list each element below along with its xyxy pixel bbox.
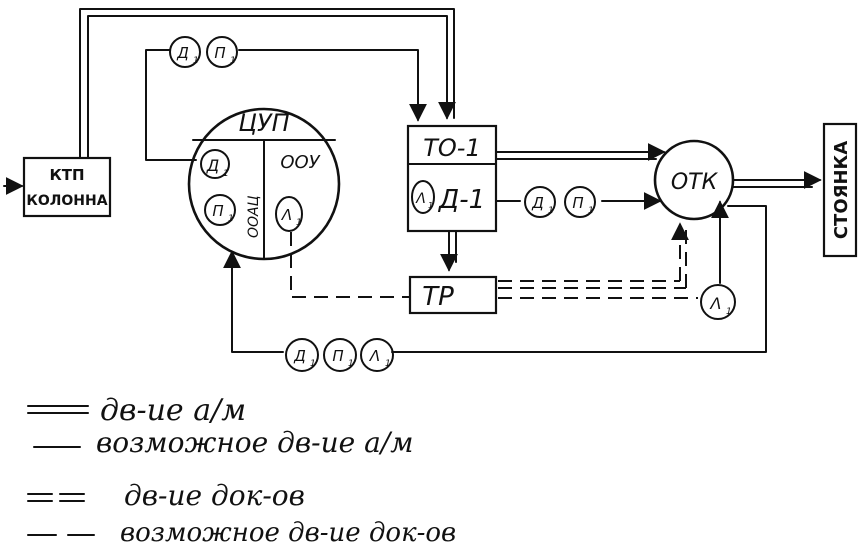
cup-to-tr-dashed-line <box>290 232 410 298</box>
svg-text:1: 1 <box>228 214 234 224</box>
cup-oou-label: ООУ <box>280 152 320 173</box>
svg-text:1: 1 <box>726 307 732 317</box>
to1-to-otk-double-line <box>495 143 666 161</box>
svg-text:1: 1 <box>385 359 391 369</box>
bottom-tokens: Д 1 П 1 Λ 1 <box>285 338 394 372</box>
top-tokens: Д 1 П 1 <box>169 36 238 68</box>
right-tokens: Д 1 П 1 <box>524 186 596 218</box>
top-tokens-to-to1-line <box>238 49 427 122</box>
svg-text:1: 1 <box>310 359 316 369</box>
right-token-p: П <box>572 194 583 212</box>
svg-text:1: 1 <box>223 169 229 179</box>
right-token-d: Д <box>531 194 544 212</box>
cup-p-token: П <box>212 202 223 220</box>
bottom-token-d: Д <box>293 347 306 365</box>
cup-d-token: Д <box>206 156 220 175</box>
top-token-p: П <box>214 44 225 62</box>
legend-text-single-solid: возможное дв-ие а/м <box>96 426 413 459</box>
legend-item-single-solid: возможное дв-ие а/м <box>33 426 413 459</box>
svg-text:1: 1 <box>230 56 236 66</box>
tr-label: ТР <box>422 282 454 312</box>
bottom-token-l: Λ <box>369 347 380 365</box>
legend-item-single-dashed: возможное дв-ие док-ов <box>27 518 456 548</box>
svg-text:1: 1 <box>193 56 199 66</box>
svg-text:1: 1 <box>428 201 433 210</box>
ktp-label: КТП <box>49 166 84 184</box>
stoyanka-label: СТОЯНКА <box>831 141 852 239</box>
cup-to-top-tokens-line <box>145 49 197 161</box>
otk-label: ОТК <box>671 170 719 195</box>
d1-label: Д-1 <box>438 185 485 215</box>
d1-l-token: Λ <box>415 191 426 207</box>
otk-circle: ОТК <box>653 139 735 221</box>
svg-text:1: 1 <box>296 218 302 228</box>
cup-circle: ЦУП Д 1 П 1 ООАЦ ООУ Λ 1 <box>187 107 341 261</box>
to1-d1-block: ТО-1 Λ 1 Д-1 <box>406 124 498 233</box>
to1-label: ТО-1 <box>423 134 480 162</box>
otk-return-line <box>391 205 767 353</box>
svg-text:1: 1 <box>588 206 594 216</box>
legend-item-double-solid: дв-ие а/м <box>27 393 246 428</box>
svg-text:1: 1 <box>548 206 554 216</box>
cup-title: ЦУП <box>238 109 289 137</box>
l-marker: Λ 1 <box>700 284 736 320</box>
legend-item-double-dashed: дв-ие док-ов <box>27 479 305 512</box>
otk-to-stoyanka-double-line <box>732 171 822 189</box>
cup-ooau-label: ООАЦ <box>246 195 262 238</box>
ktp-to-to1-double-line <box>79 8 456 159</box>
d1-to-tr-double-line <box>440 230 458 272</box>
legend-text-double-dashed: дв-ие док-ов <box>124 479 305 512</box>
legend: дв-ие а/м возможное дв-ие а/м дв-ие док-… <box>27 393 456 548</box>
top-token-d: Д <box>176 44 189 62</box>
tr-to-otk-double-dashed-line <box>498 222 689 289</box>
svg-text:1: 1 <box>348 359 354 369</box>
legend-text-single-dashed: возможное дв-ие док-ов <box>120 518 456 548</box>
bottom-token-p: П <box>332 347 343 365</box>
ktp-sublabel: КОЛОННА <box>26 193 107 209</box>
cup-l-token: Λ <box>281 206 292 224</box>
ktp-box: КТП КОЛОННА <box>22 156 112 218</box>
l-marker-token: Λ <box>709 294 722 313</box>
legend-text-double-solid: дв-ие а/м <box>100 393 246 428</box>
tr-box: ТР <box>408 275 498 315</box>
stoyanka-box: СТОЯНКА <box>822 122 858 258</box>
bottom-tokens-to-cup-line <box>223 250 284 353</box>
